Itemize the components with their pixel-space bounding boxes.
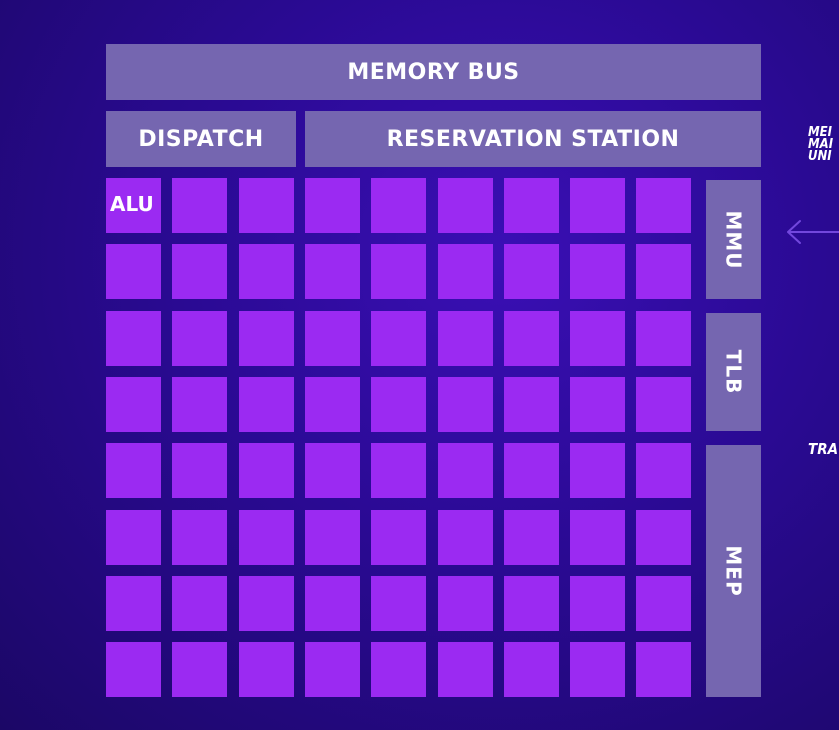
alu-cell: [172, 178, 227, 233]
alu-cell: [106, 642, 161, 697]
alu-cell: [106, 377, 161, 432]
mmu-annotation: MEI MAI UNI: [808, 125, 834, 164]
reservation-station-label: RESERVATION STATION: [386, 126, 680, 152]
alu-cell: [438, 311, 493, 366]
alu-cell: ALU: [106, 178, 161, 233]
mep-label: MEP: [721, 545, 746, 597]
alu-cell: [305, 311, 360, 366]
memory-bus-block: MEMORY BUS: [106, 44, 761, 100]
alu-cell: [172, 510, 227, 565]
alu-cell: [305, 576, 360, 631]
alu-cell: [570, 178, 625, 233]
mmu-arrow-icon: [787, 220, 839, 244]
mmu-annotation-line-1: MEI: [808, 125, 832, 140]
alu-cell: [371, 244, 426, 299]
alu-cell: [438, 443, 493, 498]
alu-cell: [172, 244, 227, 299]
mmu-annotation-line-3: UNI: [808, 149, 832, 164]
alu-cell: [305, 642, 360, 697]
tlb-label: TLB: [721, 349, 746, 395]
alu-cell: [172, 642, 227, 697]
alu-cell: [636, 178, 691, 233]
alu-cell: [106, 443, 161, 498]
alu-cell: [239, 443, 294, 498]
alu-cell: [570, 443, 625, 498]
tlb-annotation: TRA: [808, 440, 839, 458]
alu-cell: [636, 510, 691, 565]
alu-cell: [636, 311, 691, 366]
alu-cell: [504, 244, 559, 299]
alu-cell: [504, 510, 559, 565]
alu-cell: [371, 311, 426, 366]
tlb-block: TLB: [706, 313, 761, 431]
alu-cell: [570, 576, 625, 631]
alu-cell: [636, 377, 691, 432]
alu-cell: [504, 576, 559, 631]
dispatch-label: DISPATCH: [138, 126, 264, 152]
alu-cell: [570, 642, 625, 697]
mmu-block: MMU: [706, 180, 761, 299]
alu-cell: [239, 642, 294, 697]
alu-cell: [371, 178, 426, 233]
alu-cell: [239, 244, 294, 299]
alu-cell: [438, 178, 493, 233]
alu-cell: [636, 642, 691, 697]
alu-cell: [371, 377, 426, 432]
alu-cell: [504, 178, 559, 233]
alu-cell: [239, 377, 294, 432]
alu-cell: [438, 244, 493, 299]
alu-cell: [371, 576, 426, 631]
mep-block: MEP: [706, 445, 761, 697]
alu-cell: [172, 311, 227, 366]
memory-bus-label: MEMORY BUS: [347, 59, 520, 85]
alu-cell: [570, 244, 625, 299]
dispatch-block: DISPATCH: [106, 111, 296, 167]
alu-cell: [504, 311, 559, 366]
alu-cell: [371, 642, 426, 697]
alu-cell: [504, 443, 559, 498]
alu-cell: [172, 377, 227, 432]
alu-cell: [239, 510, 294, 565]
alu-cell: [305, 244, 360, 299]
alu-cell: [438, 642, 493, 697]
alu-cell: [239, 178, 294, 233]
alu-cell: [504, 377, 559, 432]
alu-cell: [305, 178, 360, 233]
alu-label: ALU: [110, 192, 154, 216]
alu-cell: [106, 576, 161, 631]
reservation-station-block: RESERVATION STATION: [305, 111, 761, 167]
alu-cell: [106, 510, 161, 565]
mmu-label: MMU: [721, 209, 746, 270]
alu-cell: [371, 443, 426, 498]
alu-cell: [438, 576, 493, 631]
alu-cell: [570, 377, 625, 432]
alu-cell: [438, 510, 493, 565]
alu-cell: [371, 510, 426, 565]
alu-cell: [239, 311, 294, 366]
alu-cell: [172, 443, 227, 498]
alu-cell: [636, 244, 691, 299]
alu-cell: [239, 576, 294, 631]
alu-cell: [305, 443, 360, 498]
mmu-annotation-line-2: MAI: [808, 137, 834, 152]
alu-cell: [438, 377, 493, 432]
alu-cell: [504, 642, 559, 697]
alu-cell: [172, 576, 227, 631]
alu-cell: [570, 510, 625, 565]
alu-cell: [636, 576, 691, 631]
alu-cell: [106, 244, 161, 299]
alu-cell: [305, 377, 360, 432]
alu-cell: [636, 443, 691, 498]
alu-cell: [305, 510, 360, 565]
alu-cell: [106, 311, 161, 366]
alu-cell: [570, 311, 625, 366]
